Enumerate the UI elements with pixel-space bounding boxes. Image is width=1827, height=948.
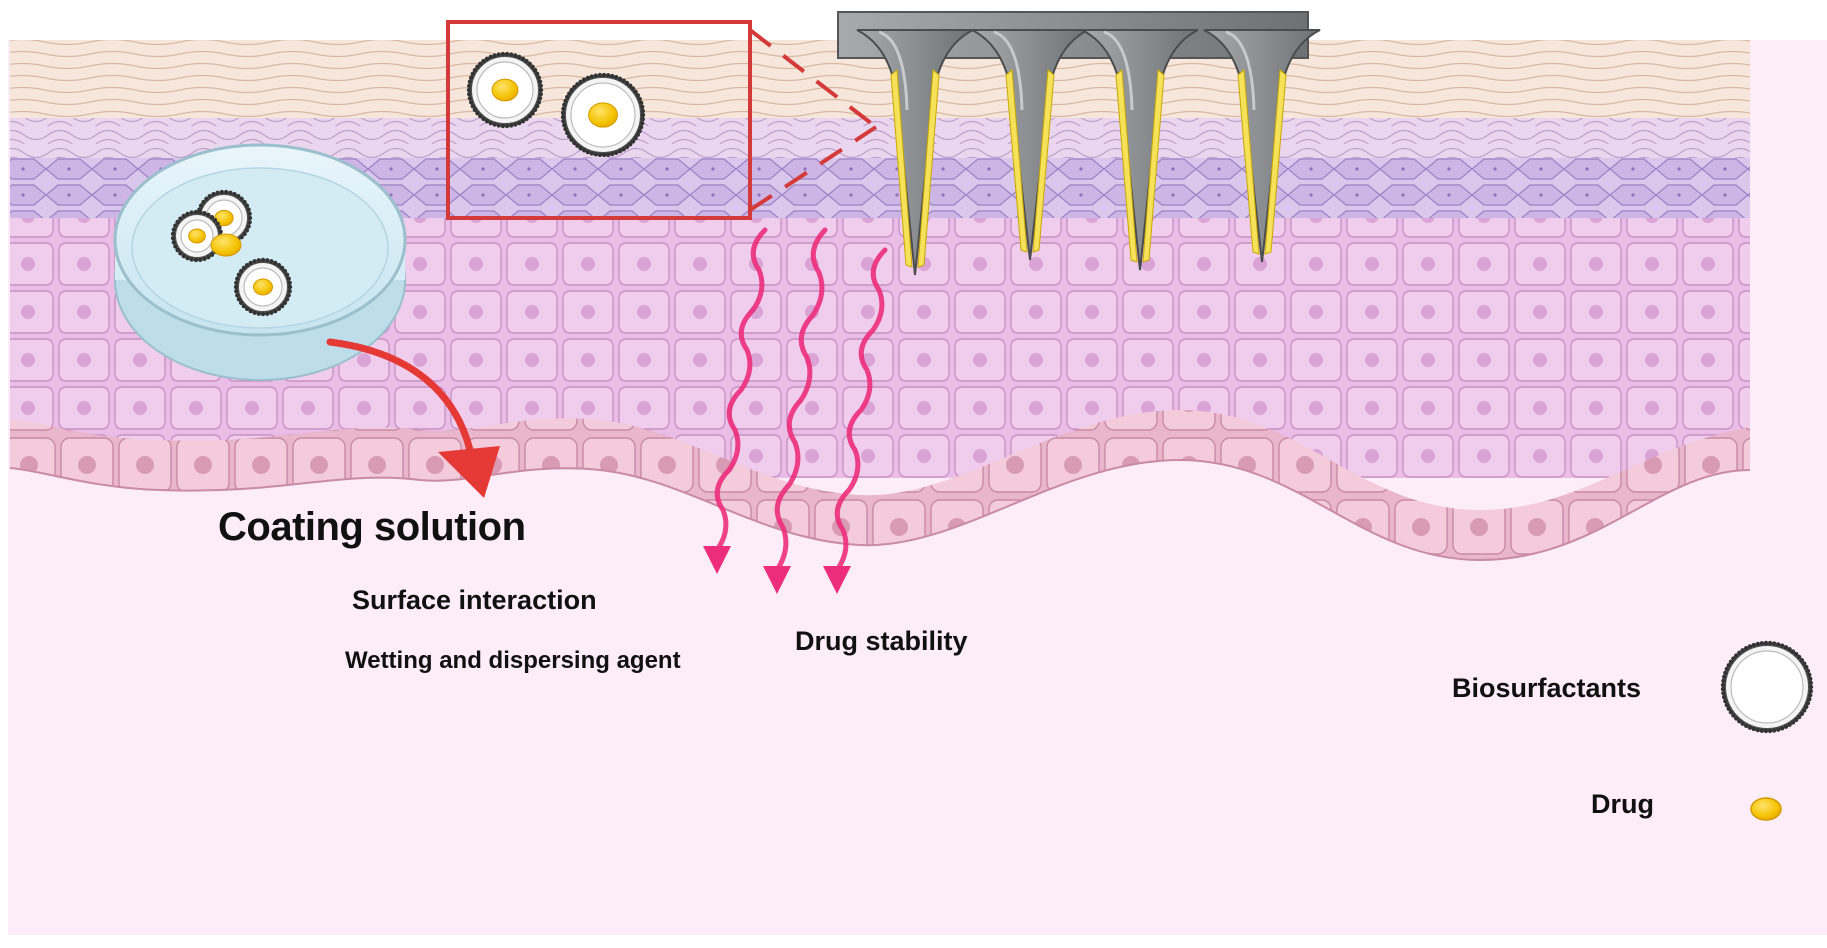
drug-stability-label: Drug stability — [795, 626, 968, 656]
coating-arrow — [326, 338, 500, 498]
coating-arrow-shaft — [326, 338, 474, 454]
microneedle — [1081, 29, 1199, 271]
zoom-inset — [446, 20, 878, 220]
surface-interaction-label: Surface interaction — [352, 585, 597, 615]
diffusion-arrow — [703, 227, 768, 574]
microneedle-patch — [837, 11, 1321, 276]
dish-liquid — [131, 167, 389, 329]
biosurfactant-legend-icon — [1720, 640, 1814, 734]
drug-legend-icon — [1750, 797, 1782, 821]
legend-micelle — [1720, 640, 1814, 734]
dish-drug — [210, 233, 242, 257]
petri-dish — [113, 143, 407, 381]
zoom-line-bottom — [748, 125, 878, 212]
diffusion-arrow — [763, 227, 828, 594]
wetting-agent-label: Wetting and dispersing agent — [345, 647, 681, 674]
skin-bottom-edge — [9, 458, 1751, 562]
zoom-box — [446, 20, 752, 220]
microneedle — [1203, 29, 1321, 263]
diffusion-arrow — [823, 247, 888, 594]
diffusion-arrows — [703, 227, 888, 594]
microneedle — [856, 29, 974, 276]
zoom-micelle — [560, 72, 646, 158]
biosurfactants-legend-label: Biosurfactants — [1452, 673, 1642, 703]
microneedle — [971, 29, 1089, 261]
zoom-micelle — [466, 51, 544, 129]
drug-legend-label: Drug — [1591, 789, 1654, 819]
coating-arrow-head — [438, 446, 500, 498]
dish-micelle — [233, 257, 293, 317]
zoom-line-top — [748, 28, 878, 129]
coating-solution-label: Coating solution — [218, 505, 526, 549]
